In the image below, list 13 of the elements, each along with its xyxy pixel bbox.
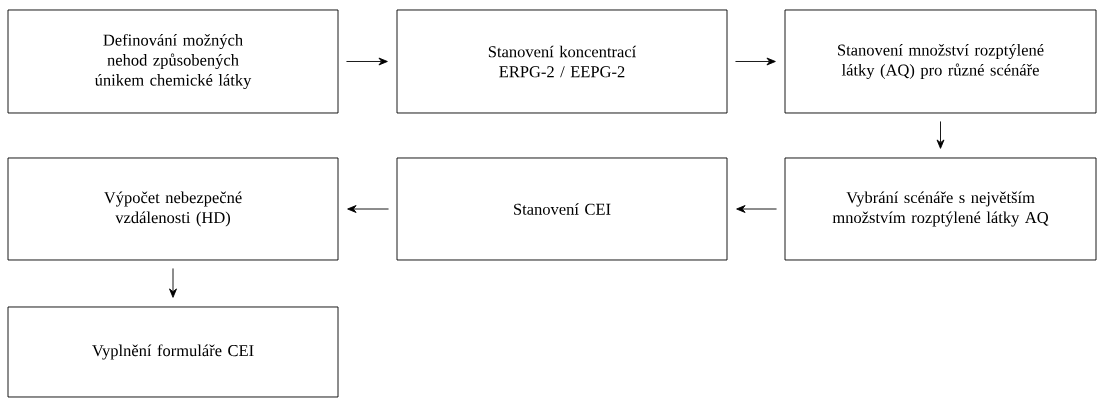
process-box: Vybrání scénáře s největším množstvím rozptýlené látky AQ [784, 157, 1097, 261]
process-box: Stanovení množství rozptýlené látky (AQ) pro různé scénáře [784, 9, 1097, 114]
arrow [169, 268, 177, 298]
process-box: Vyplnění formuláře CEI [7, 306, 339, 398]
arrow [346, 57, 388, 66]
process-box: Stanovení koncentrací ERPG-2 / EEPG-2 [396, 9, 728, 114]
process-box: Definování možných nehod způsobených únikem chemické látky [7, 9, 339, 114]
arrow [347, 205, 389, 213]
arrow [736, 205, 777, 213]
arrow [735, 57, 776, 66]
arrow [936, 121, 945, 149]
process-box: Výpočet nebezpečné vzdálenosti (HD) [7, 157, 339, 261]
process-box: Stanovení CEI [396, 157, 728, 261]
